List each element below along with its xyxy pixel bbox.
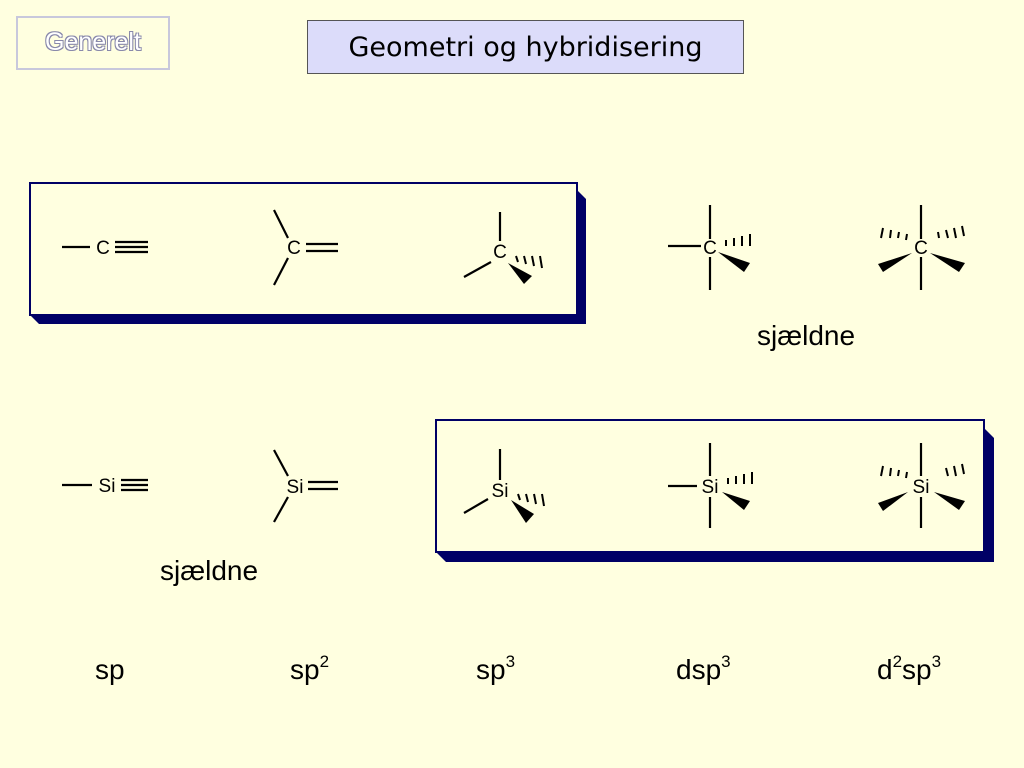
silicon-dsp3-atom-label: Si (702, 477, 719, 498)
silicon-dsp3-structure (668, 443, 753, 528)
hybridization-label-sp2: sp2 (290, 652, 330, 685)
title-box: Geometri og hybridisering (307, 20, 744, 74)
carbon-dsp3-atom-label: C (703, 238, 717, 259)
carbon-dsp3-structure (668, 205, 751, 290)
section-tab-text: Generelt (45, 28, 141, 56)
silicon-sp3-structure (463, 449, 545, 523)
silicon-sp2-structure (273, 449, 338, 523)
silicon-sp2-atom-label: Si (287, 477, 304, 498)
silicon-rare-note: sjældne (160, 555, 259, 586)
carbon-sp-structure (62, 240, 148, 254)
hybridization-label-dsp3: dsp3 (676, 652, 731, 685)
silicon-common-frame (435, 419, 994, 562)
carbon-sp2-atom-label: C (287, 238, 301, 259)
carbon-sp3-structure (463, 212, 543, 284)
carbon-common-frame (29, 182, 586, 324)
carbon-d2sp3-structure (878, 205, 965, 290)
section-tab-label: Generelt (16, 16, 170, 70)
silicon-sp-atom-label: Si (99, 476, 116, 497)
carbon-d2sp3-atom-label: C (914, 238, 928, 259)
carbon-sp-atom-label: C (96, 238, 110, 259)
hybridization-label-d2sp3: d2sp3 (877, 652, 942, 685)
carbon-rare-note: sjældne (757, 320, 856, 351)
carbon-sp3-atom-label: C (493, 242, 507, 263)
hybridization-label-sp3: sp3 (476, 652, 516, 685)
silicon-sp3-atom-label: Si (492, 481, 509, 502)
silicon-d2sp3-atom-label: Si (913, 477, 930, 498)
page-title: Geometri og hybridisering (348, 31, 703, 63)
silicon-sp-structure (62, 478, 148, 492)
carbon-sp2-structure (273, 209, 338, 286)
silicon-d2sp3-structure (878, 443, 965, 528)
hybridization-label-sp: sp (95, 654, 125, 685)
